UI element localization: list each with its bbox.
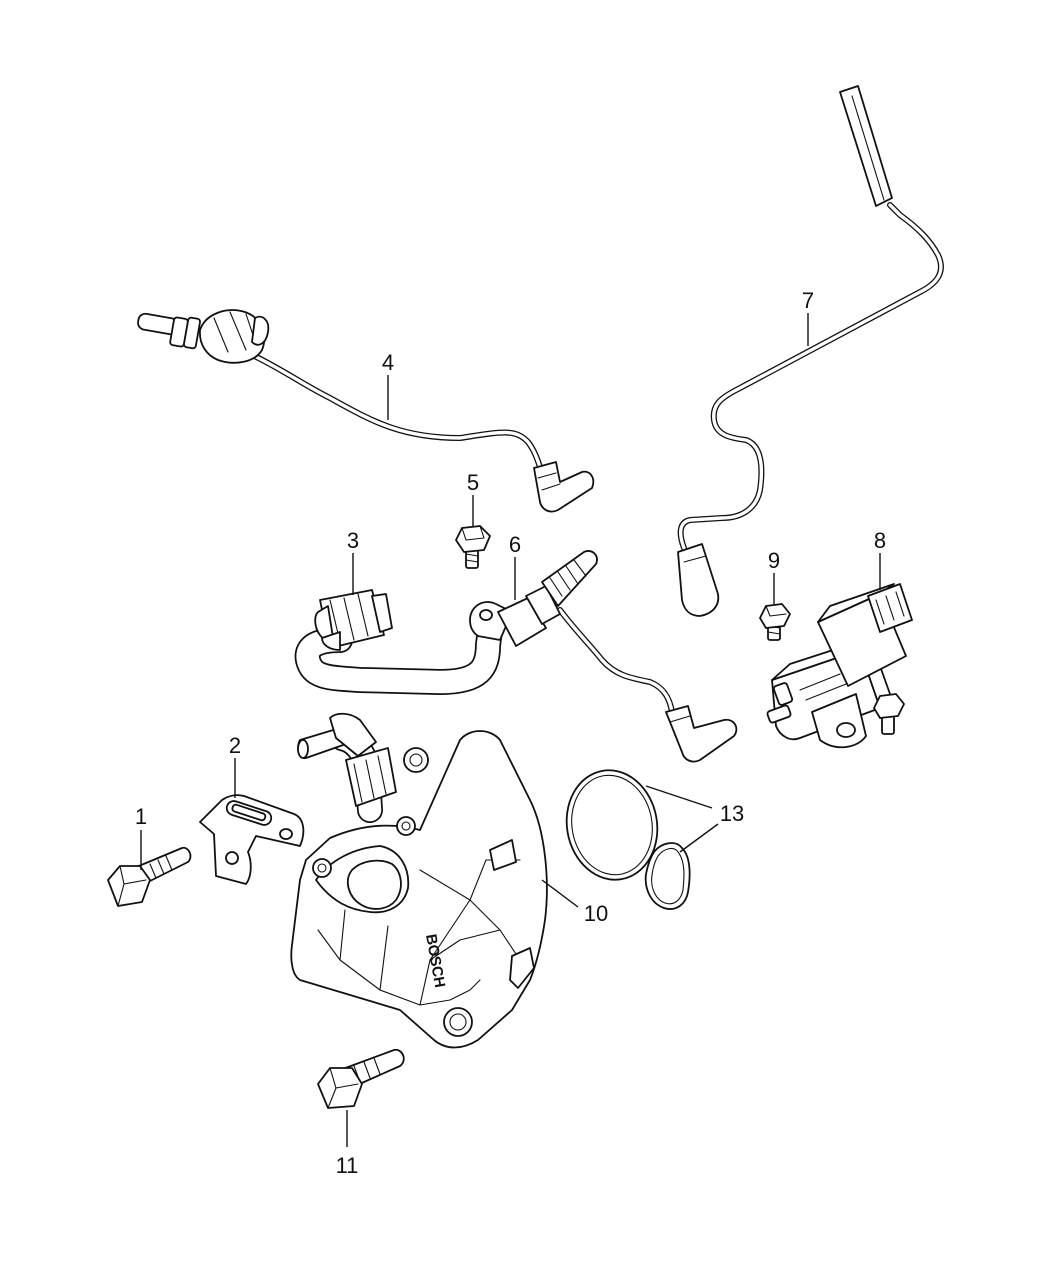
callout-labels: 1 2 3 4 5 6 7 8 9 10 11 13 <box>135 288 886 1178</box>
callout-11: 11 <box>336 1153 359 1178</box>
callout-9: 9 <box>768 548 780 573</box>
part-11-bolt <box>317 1048 405 1109</box>
part-13-o-rings <box>565 769 691 910</box>
callout-5: 5 <box>467 470 479 495</box>
callout-6: 6 <box>509 532 521 557</box>
part-9-bolt <box>759 603 791 641</box>
part-1-bolt <box>107 846 192 907</box>
callout-10: 10 <box>584 901 608 926</box>
part-2-bracket <box>199 794 305 885</box>
part-10-vacuum-pump: BOSCH <box>290 712 548 1049</box>
callout-1: 1 <box>135 804 147 829</box>
leader-lines <box>140 313 881 1147</box>
callout-4: 4 <box>382 350 394 375</box>
part-6-line-fitting <box>469 550 738 763</box>
callout-2: 2 <box>229 733 241 758</box>
part-8-solenoid-valve <box>766 583 913 749</box>
part-4-vacuum-line <box>137 309 595 513</box>
callout-8: 8 <box>874 528 886 553</box>
part-7-vacuum-line <box>677 85 944 617</box>
callout-7: 7 <box>802 288 814 313</box>
callout-13: 13 <box>720 801 744 826</box>
callout-3: 3 <box>347 528 359 553</box>
part-3-hose-connector <box>294 589 503 695</box>
part-5-bolt <box>455 525 491 569</box>
